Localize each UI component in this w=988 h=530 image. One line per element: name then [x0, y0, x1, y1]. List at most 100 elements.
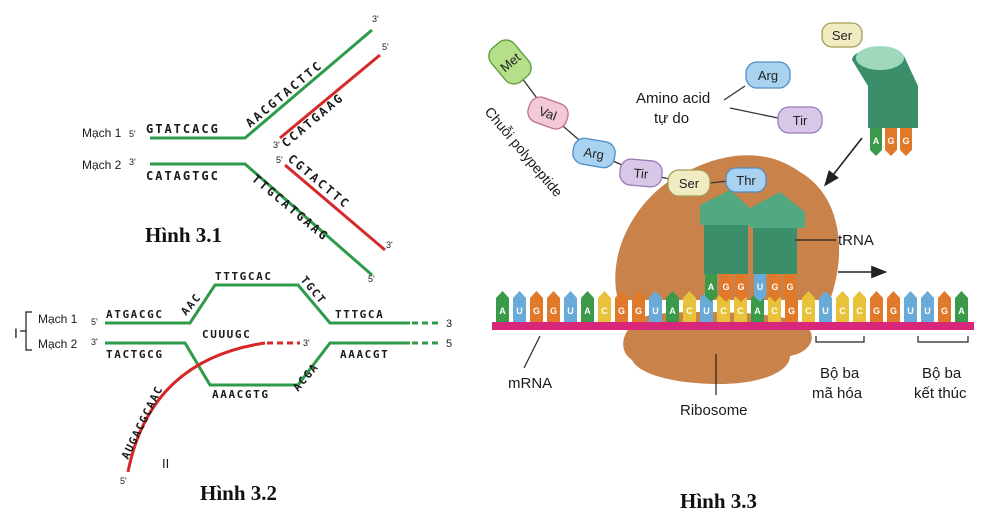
mrna-base-shape — [887, 291, 900, 322]
anticodon-base-shape — [900, 128, 912, 156]
mrna-base: U — [904, 291, 917, 322]
incoming-aa-ser-label: Ser — [832, 28, 853, 43]
anticodon-base-shape — [720, 274, 732, 302]
mrna-base-letter: G — [890, 306, 897, 316]
mrna-base: G — [615, 291, 628, 322]
fig31-strand1-label: Mạch 1 — [82, 126, 122, 140]
chain-amino-acid: Tir — [619, 158, 663, 188]
anticodon-base: G — [900, 128, 912, 156]
anticodon-base-shape — [705, 274, 717, 302]
chain-amino-acid: Arg — [572, 137, 616, 169]
mrna-base-shape — [853, 291, 866, 322]
chain-amino-acid-shape — [619, 158, 663, 188]
mrna-base: C — [598, 291, 611, 322]
fig32-strand1-far-end: 3 — [446, 318, 452, 330]
fig31-strand1-5prime: 5' — [129, 129, 136, 139]
fig32-strand2-low-seq: AAACGTG — [212, 388, 270, 401]
fig32-strand2-rise-seq: ACGA — [290, 360, 321, 394]
fig31-strand2-line — [150, 162, 373, 277]
mrna-base-letter: G — [550, 306, 557, 316]
mrna-base-shape — [683, 291, 696, 322]
mrna-base-shape — [530, 291, 543, 322]
mrna-base-letter: C — [601, 306, 608, 316]
anticodon-base-letter: U — [757, 282, 764, 292]
mrna-base-shape — [649, 291, 662, 322]
fig31-new-strand-upper — [279, 53, 381, 140]
trna-2-aa-thr — [725, 167, 767, 193]
fig32-strand2-far-end: 5 — [446, 338, 452, 350]
trna-label: tRNA — [838, 232, 874, 249]
anticodon-base-letter: G — [786, 282, 793, 292]
mrna-base-letter: U — [907, 306, 914, 316]
fig31-strand2-3prime: 3' — [129, 157, 136, 167]
fig32-strand2-right-seq: AAACGT — [340, 348, 389, 361]
mrna-base-letter: U — [516, 306, 523, 316]
stop-bracket — [917, 336, 969, 343]
mrna-base: G — [632, 291, 645, 322]
mrna-base-letter: C — [805, 306, 812, 316]
mrna-base: G — [530, 291, 543, 322]
chain-amino-acid: Ser — [667, 169, 711, 197]
anticodon-base-letter: A — [708, 282, 715, 292]
mrna-base-shape — [955, 291, 968, 322]
mrna-backbone — [492, 322, 974, 330]
fig32-caption: Hình 3.2 — [200, 481, 277, 505]
mrna-base-letter: C — [686, 306, 693, 316]
fig31-new-strand-lower — [284, 163, 386, 252]
fig32-strand1-label: Mạch 1 — [38, 312, 78, 326]
mrna-base-letter: C — [771, 306, 778, 316]
codon-bracket — [815, 336, 865, 343]
mrna-base-letter: G — [635, 306, 642, 316]
fig31-new-upper-3prime: 3' — [273, 140, 280, 150]
mrna-base-shape — [581, 291, 594, 322]
mrna-base-shape — [666, 291, 679, 322]
fig32-strand1-top-seq: TTTGCAC — [215, 270, 273, 283]
mrna-base: G — [938, 291, 951, 322]
fig31-caption: Hình 3.1 — [145, 223, 222, 247]
mrna-base-letter: C — [737, 306, 744, 316]
anticodon-base-shape — [870, 128, 882, 156]
mrna-base-letter: U — [924, 306, 931, 316]
anticodon-base-shape — [754, 274, 766, 302]
mrna-base-shape — [513, 291, 526, 322]
incoming-arrow — [824, 137, 863, 187]
trna-1-head — [700, 190, 752, 225]
fig32-strand2-left-seq: TACTGCG — [106, 348, 164, 361]
mrna-base-letter: G — [941, 306, 948, 316]
anticodon-base-shape — [885, 128, 897, 156]
chain-amino-acid-label: Ser — [679, 176, 700, 191]
fig31-strand1-left-seq: GTATCACG — [146, 122, 220, 136]
mrna-base-letter: A — [958, 306, 965, 316]
mrna-base-shape — [632, 291, 645, 322]
mrna-base-letter: G — [873, 306, 880, 316]
mrna-base-shape — [598, 291, 611, 322]
free-aa-arg — [745, 61, 791, 89]
mrna-base-letter: C — [839, 306, 846, 316]
trna-1-body — [704, 218, 748, 274]
mrna-base: A — [955, 291, 968, 322]
chain-amino-acid-shape — [572, 137, 616, 169]
mrna-base-shape — [819, 291, 832, 322]
mrna-base: U — [649, 291, 662, 322]
anticodon-base-letter: G — [771, 282, 778, 292]
ribosome-label: Ribosome — [680, 402, 748, 419]
fig32-strand1-5prime: 5' — [91, 317, 98, 327]
mrna-base: U — [513, 291, 526, 322]
fig32-mrna-line — [126, 341, 266, 473]
mrna-base-shape — [921, 291, 934, 322]
mrna-base-letter: C — [856, 306, 863, 316]
free-amino-acids: Arg Tir — [723, 61, 823, 134]
mrna-base-letter: A — [499, 306, 506, 316]
chain-amino-acid: Val — [527, 96, 569, 130]
mrna-base: C — [836, 291, 849, 322]
free-aa-tir — [777, 106, 823, 134]
incoming-aa-ser — [821, 22, 863, 48]
fig32-rna-seq: AUGACGCAAC — [119, 384, 166, 462]
mrna-base-shape — [615, 291, 628, 322]
fig31-strand2-left-seq: CATAGTGC — [146, 169, 220, 183]
fig32-strand1-line — [105, 283, 410, 325]
chain-amino-acid-shape — [527, 96, 569, 130]
mrna-base-letter: C — [720, 306, 727, 316]
